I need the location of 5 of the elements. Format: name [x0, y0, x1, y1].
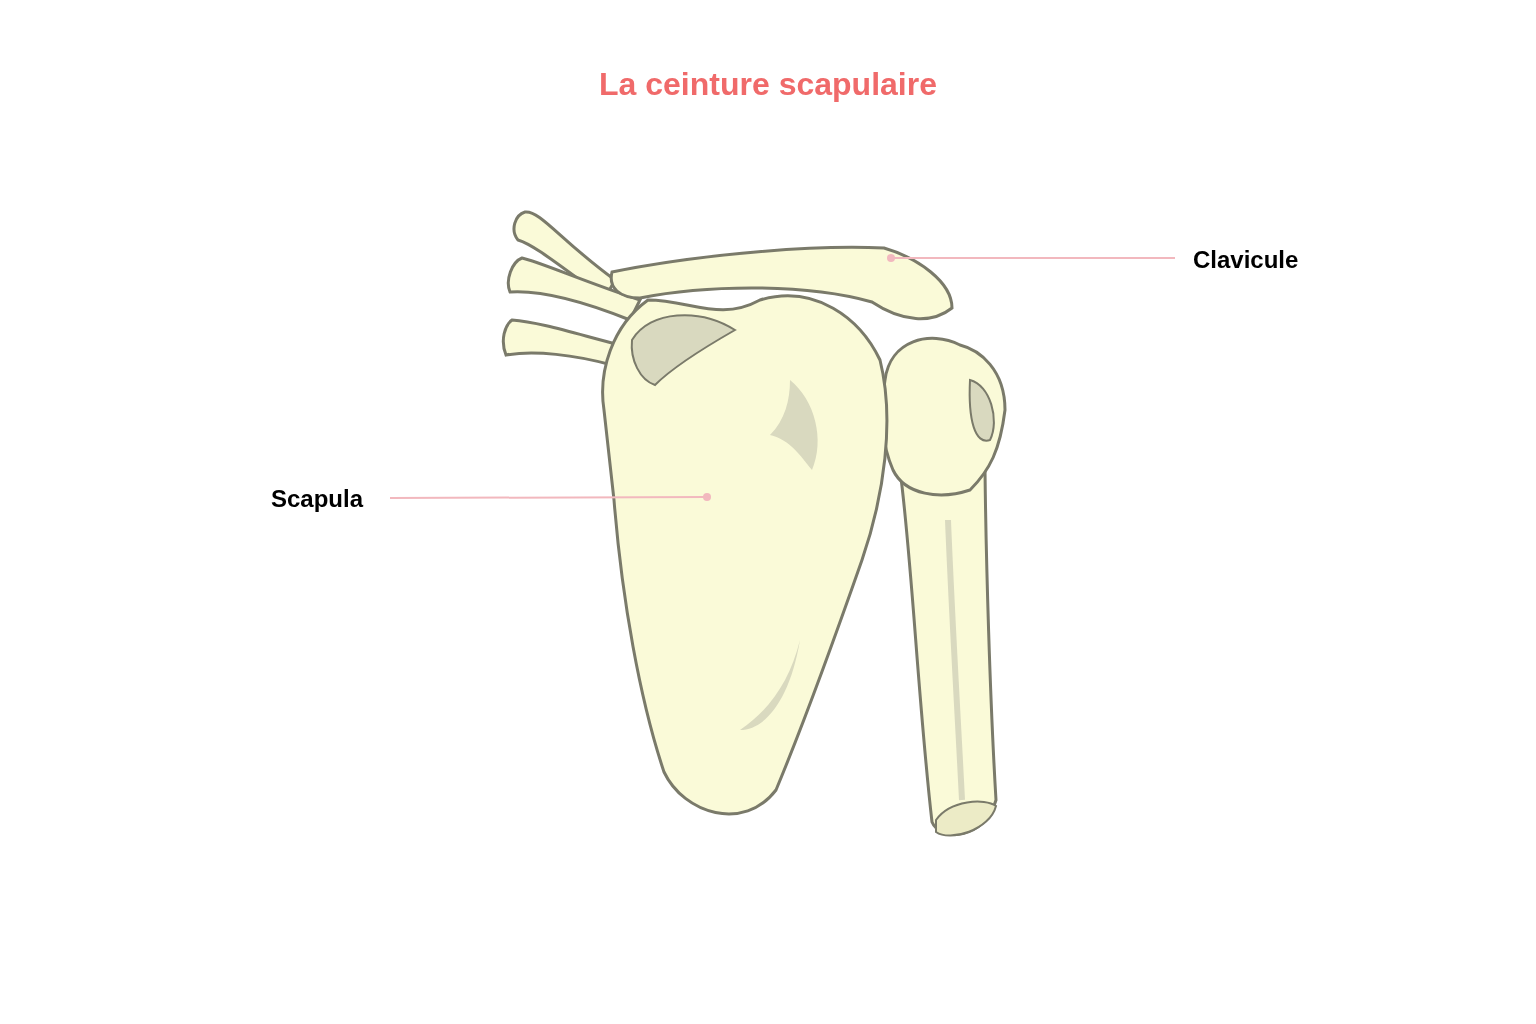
- title: La ceinture scapulaire: [599, 65, 937, 104]
- leader-line: [389, 493, 711, 501]
- part-label: Clavicule: [1193, 242, 1299, 278]
- part-label: Scapula: [271, 481, 364, 517]
- leader-line: [887, 254, 1176, 262]
